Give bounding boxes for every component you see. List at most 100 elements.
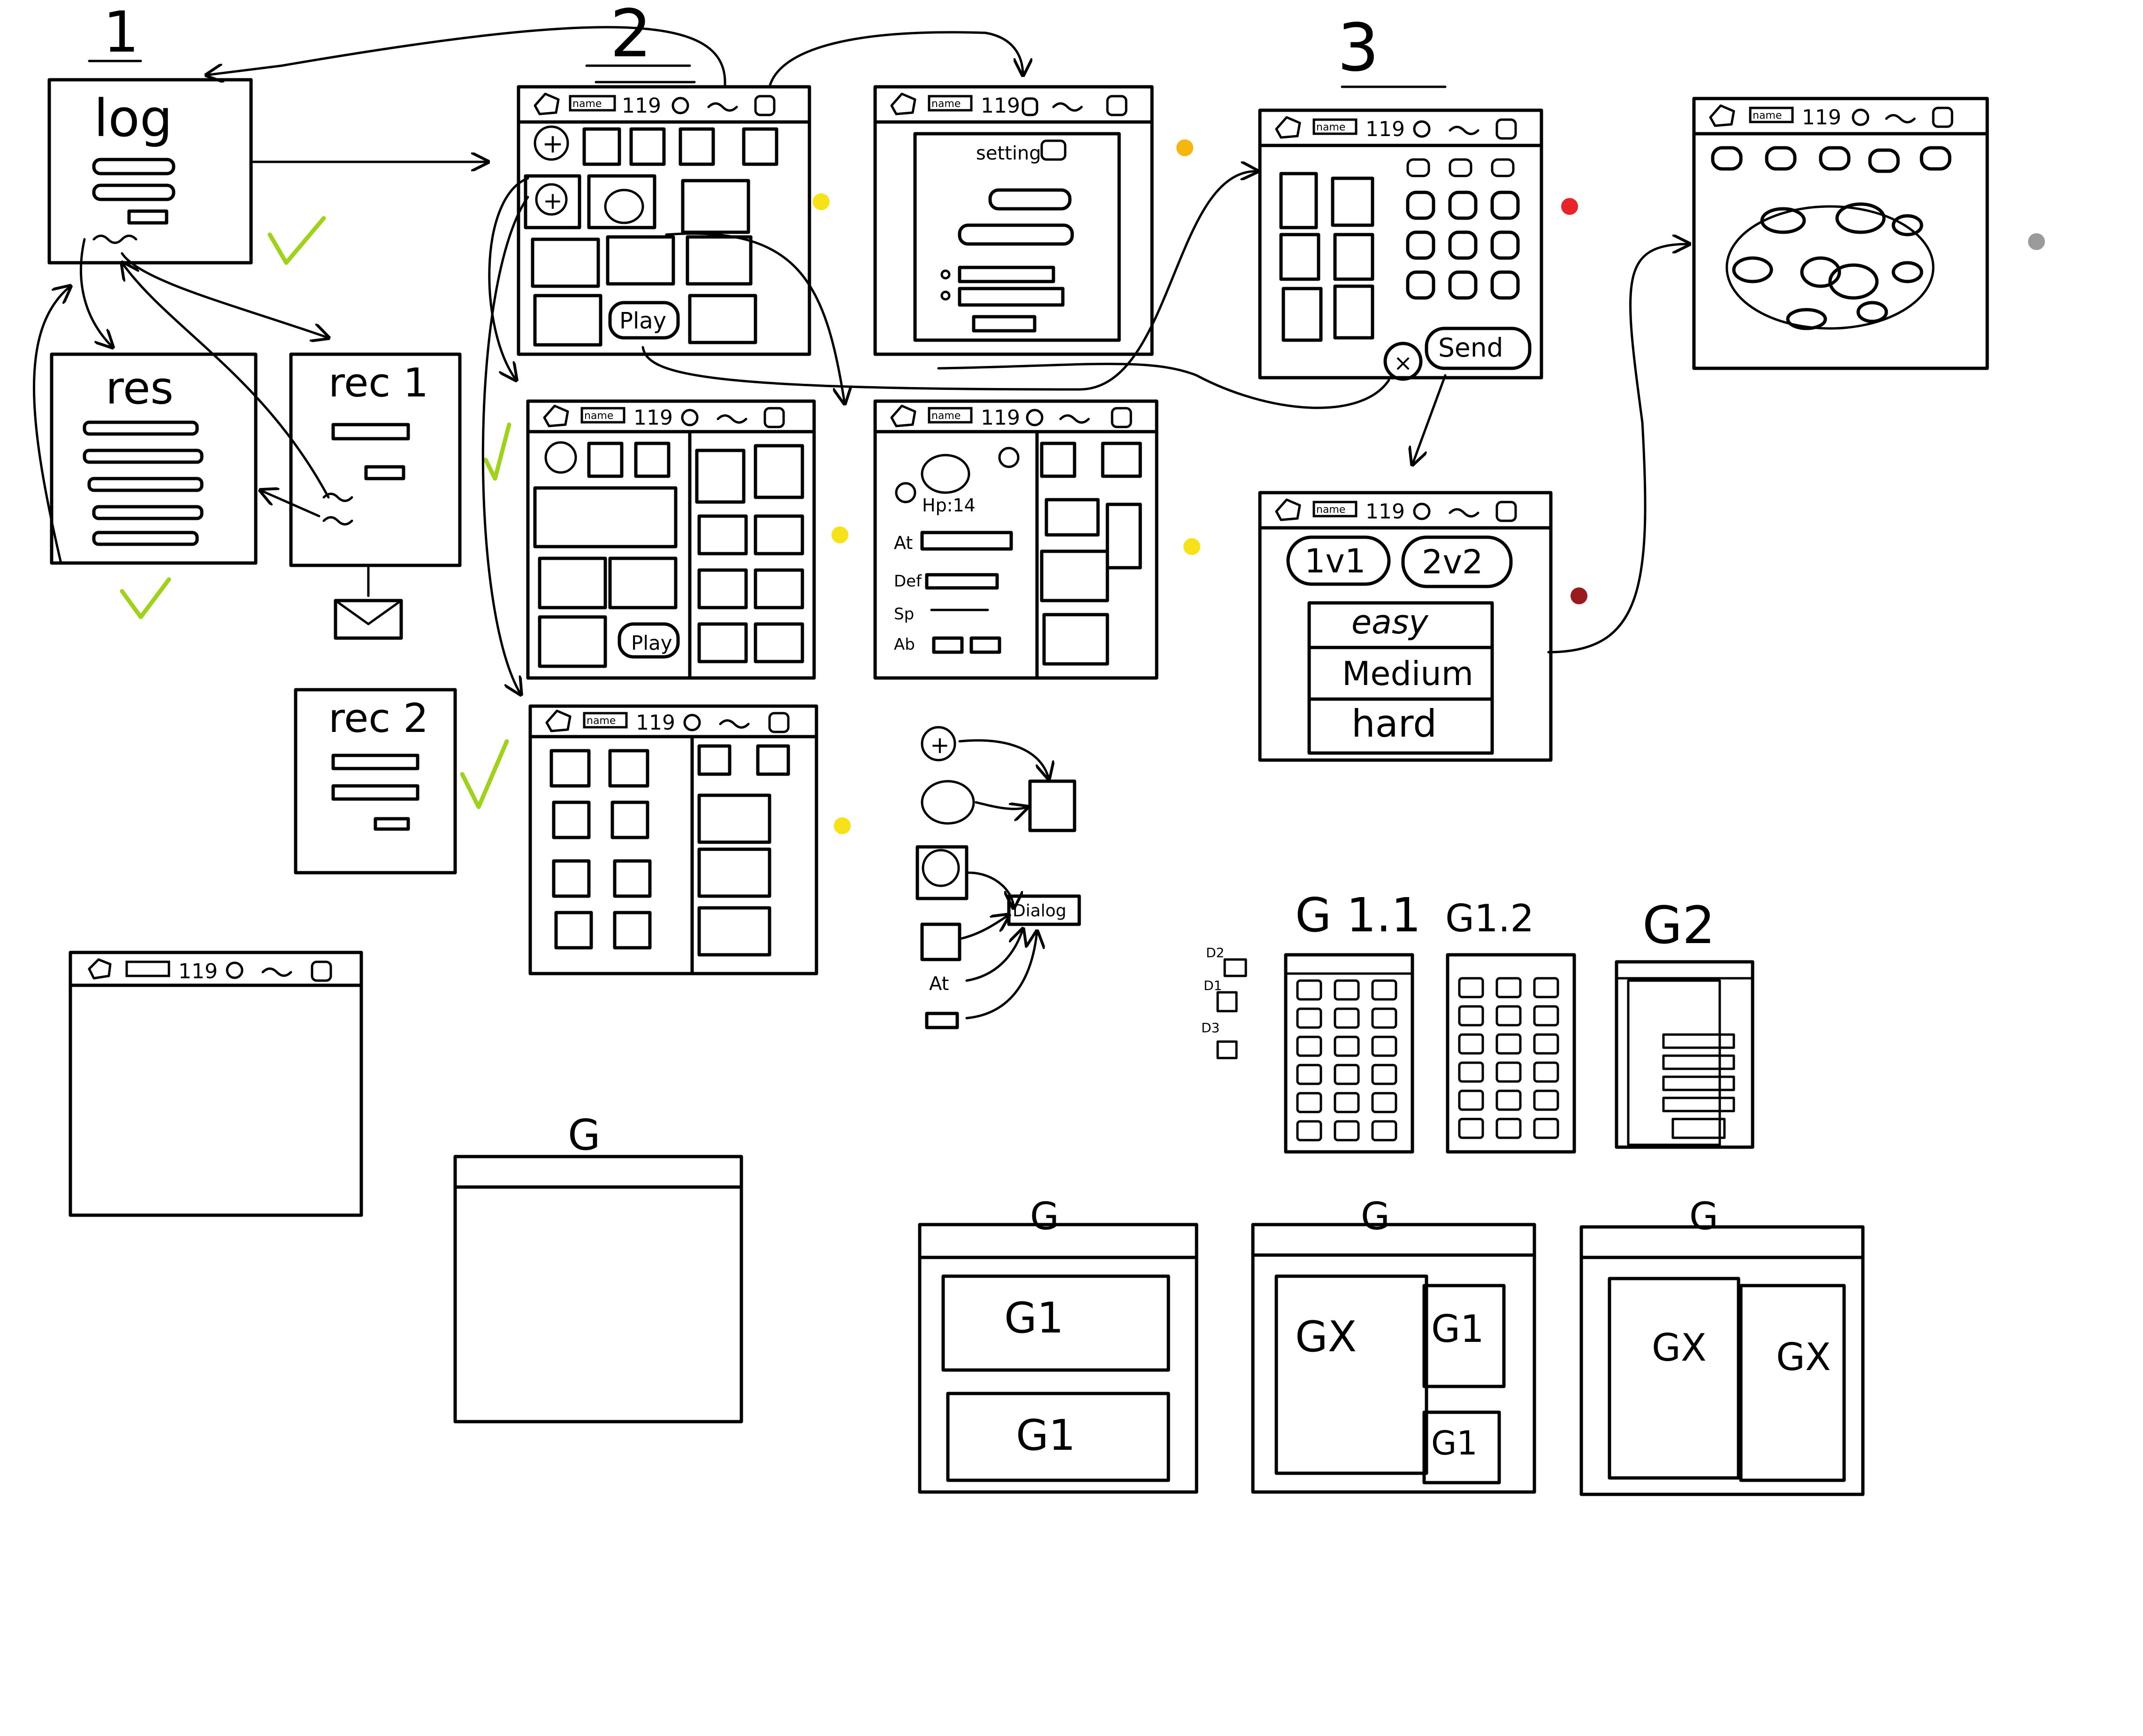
status-dot-orange — [1176, 139, 1193, 156]
svg-text:119: 119 — [1802, 106, 1841, 129]
status-dot-yellow — [831, 526, 848, 543]
svg-text:name: name — [1753, 110, 1782, 122]
login-screen: log — [49, 80, 324, 263]
check-icon — [462, 741, 507, 807]
svg-text:name: name — [587, 715, 616, 727]
layout-legend: D2 D1 D3 — [1201, 945, 1246, 1058]
battle-setup-screen: name 119 × Send — [1260, 110, 1541, 379]
grid-cell — [1297, 1065, 1321, 1084]
inventory-screen: name 119 + + Play — [519, 87, 809, 354]
grid-cell — [1534, 1091, 1558, 1110]
label-g: G — [568, 1111, 601, 1160]
svg-text:119: 119 — [622, 94, 661, 118]
grid-cell — [1459, 1119, 1483, 1138]
svg-text:G1: G1 — [1431, 1424, 1478, 1462]
settings-title: setting — [976, 143, 1041, 164]
svg-text:119: 119 — [981, 94, 1020, 118]
dialog-label: Dialog — [1013, 901, 1067, 921]
difficulty-easy: easy — [1351, 603, 1429, 641]
svg-text:+: + — [543, 187, 563, 214]
difficulty-medium: Medium — [1342, 655, 1473, 693]
svg-text:D3: D3 — [1201, 1020, 1220, 1036]
svg-text:119: 119 — [981, 406, 1020, 430]
svg-text:G1: G1 — [1016, 1411, 1075, 1460]
sp-label: Sp — [894, 605, 914, 624]
grid-cell — [1534, 1063, 1558, 1081]
grid-cell — [1335, 1121, 1358, 1140]
svg-text:GX: GX — [1652, 1326, 1707, 1370]
character-stats-screen: name 119 Hp:14 At Def Sp Ab — [875, 401, 1157, 678]
grid-cell — [1497, 1006, 1520, 1025]
layout-gx-g1: G GX G1 G1 — [1253, 1195, 1534, 1492]
check-icon — [270, 218, 324, 263]
hp-label: Hp:14 — [922, 495, 976, 516]
svg-text:×: × — [1394, 350, 1412, 376]
svg-text:G1: G1 — [1431, 1307, 1484, 1351]
grid-cell — [1534, 1035, 1558, 1053]
grid-cell — [1373, 1037, 1396, 1056]
send-button-label: Send — [1438, 333, 1503, 363]
svg-text:G: G — [1361, 1195, 1390, 1238]
grid-cell — [1534, 978, 1558, 997]
status-dot-yellow — [813, 193, 830, 210]
grid-label-g12: G1.2 — [1445, 897, 1534, 940]
status-dot-yellow — [834, 817, 851, 834]
grid-cell — [1459, 1035, 1483, 1053]
grid-cell — [1297, 981, 1321, 999]
grid-g11-cells — [1297, 981, 1396, 1140]
grid-cell — [1335, 981, 1358, 999]
grid-cell — [1497, 1091, 1520, 1110]
empty-template-screen: 119 — [70, 952, 361, 1215]
status-dot-yellow — [1183, 538, 1200, 555]
grid-cell — [1497, 1119, 1520, 1138]
grid-cell — [1373, 1121, 1396, 1140]
settings-screen: name 119 setting — [875, 87, 1152, 354]
section-label-2: 2 — [610, 0, 652, 72]
status-dot-red — [1561, 198, 1578, 215]
interaction-legend: + At Dialog — [917, 727, 1079, 1028]
svg-text:G1: G1 — [1004, 1294, 1064, 1343]
svg-text:G: G — [1030, 1195, 1059, 1238]
grid-cell — [1373, 1065, 1396, 1084]
grid-cell — [1497, 978, 1520, 997]
svg-text:name: name — [572, 98, 602, 110]
grid-label-g2: G2 — [1642, 895, 1715, 955]
grid-cell — [1459, 978, 1483, 997]
section-label-3: 3 — [1337, 10, 1379, 86]
svg-text:D2: D2 — [1206, 945, 1224, 960]
svg-text:Play: Play — [631, 632, 672, 655]
rec1-screen: rec 1 — [291, 354, 460, 565]
svg-text:At: At — [929, 973, 949, 995]
status-dot-darkred — [1571, 587, 1587, 604]
grid-cell — [1534, 1006, 1558, 1025]
svg-text:name: name — [1316, 504, 1345, 516]
status-dot-grey — [2028, 233, 2045, 250]
grid-cell — [1335, 1093, 1358, 1112]
rec1-title: rec 1 — [328, 360, 428, 406]
grid-cell — [1459, 1063, 1483, 1081]
section-label-1: 1 — [103, 0, 139, 65]
grid-cell — [1459, 1006, 1483, 1025]
svg-text:name: name — [1316, 122, 1345, 133]
mode-select-screen: name 119 1v1 2v2 easy Medium hard — [1260, 493, 1551, 760]
svg-text:+: + — [930, 731, 950, 759]
grid-cell — [1459, 1091, 1483, 1110]
grid-cell — [1297, 1121, 1321, 1140]
svg-text:119: 119 — [636, 711, 675, 735]
check-icon — [122, 579, 169, 617]
mode-2v2: 2v2 — [1422, 543, 1483, 581]
svg-text:119: 119 — [178, 959, 218, 983]
layout-gx-gx: G GX GX — [1581, 1195, 1863, 1494]
grid-cell — [1297, 1009, 1321, 1028]
login-title: log — [94, 88, 173, 148]
svg-text:name: name — [931, 98, 961, 110]
grid-cell — [1335, 1009, 1358, 1028]
grid-cell — [1373, 1093, 1396, 1112]
rec2-title: rec 2 — [328, 695, 428, 742]
svg-text:name: name — [931, 410, 961, 422]
check-icon — [486, 425, 509, 479]
play-button-label: Play — [619, 308, 666, 334]
grid-g2 — [1617, 962, 1753, 1147]
enemy-grid — [1408, 160, 1518, 298]
